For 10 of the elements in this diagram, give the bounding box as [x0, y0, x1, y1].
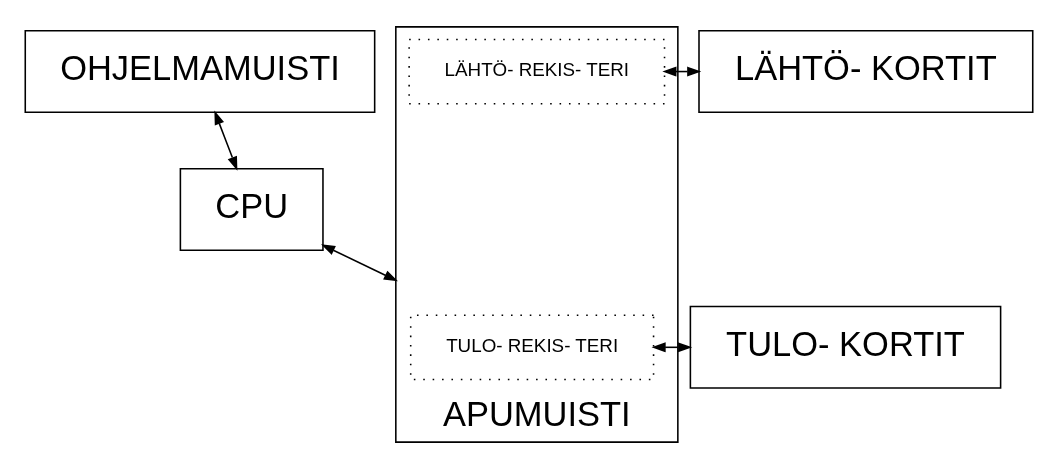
- arrow: [213, 110, 237, 171]
- node-box: OHJELMAMUISTI: [24, 30, 375, 114]
- arrow: [651, 342, 692, 353]
- arrow: [661, 66, 701, 77]
- node-box: TULO- REKIS- TERI: [409, 314, 654, 381]
- node-box: TULO- KORTIT: [689, 305, 1001, 389]
- node-box: LÄHTÖ- REKIS- TERI: [407, 38, 665, 105]
- node-box: CPU: [179, 167, 324, 251]
- node-box: LÄHTÖ- KORTIT: [697, 30, 1033, 114]
- arrow: [320, 244, 398, 282]
